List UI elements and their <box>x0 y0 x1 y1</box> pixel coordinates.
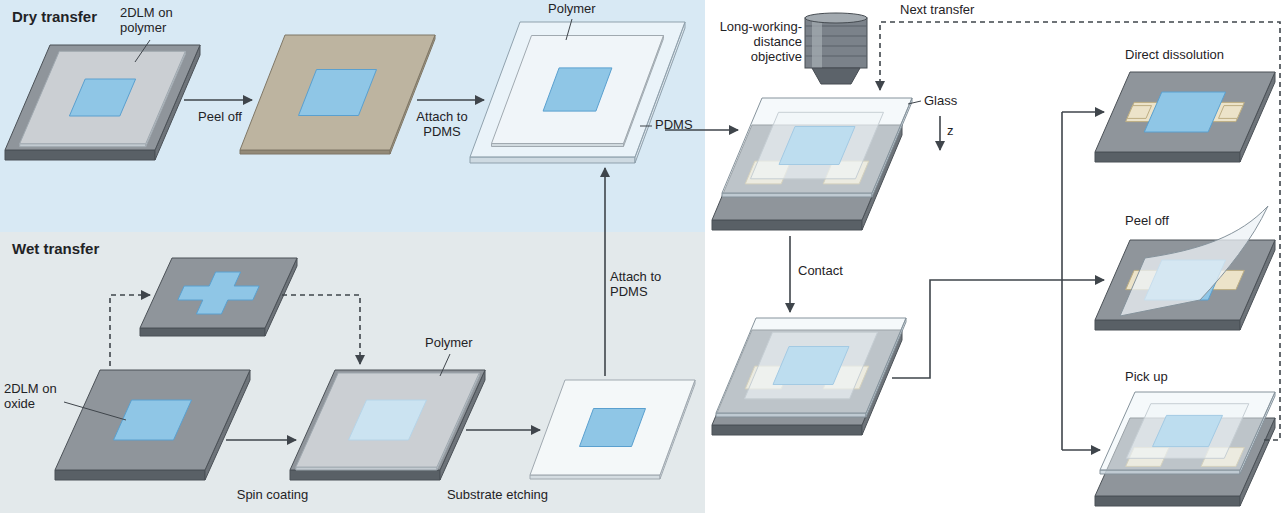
electrode <box>1219 106 1243 119</box>
pattern-arrow <box>282 295 360 364</box>
leader-line <box>64 402 126 420</box>
glass-slide <box>722 193 872 197</box>
pdms-stamp <box>470 157 635 163</box>
oxide-substrate <box>140 258 297 328</box>
process-arrow <box>466 429 540 431</box>
pdms-stamp <box>470 22 685 157</box>
objective-lens <box>805 18 867 68</box>
step-label: Substrate etching <box>440 488 555 503</box>
band-heading: Dry transfer <box>12 8 97 25</box>
step-label: Spin coating <box>225 488 320 503</box>
2dlm-flake <box>1144 92 1225 132</box>
objective-top <box>805 13 867 23</box>
outcome-heading: Direct dissolution <box>1125 48 1224 63</box>
part-label: Polymer <box>425 336 473 351</box>
glass-slide <box>716 318 906 413</box>
target-substrate <box>712 425 862 435</box>
branch-line <box>1061 112 1063 450</box>
substrate <box>5 45 200 150</box>
leader-line <box>440 354 450 376</box>
step-label: Contact <box>798 264 843 279</box>
oxide-substrate <box>140 328 265 336</box>
electrode <box>1127 106 1151 119</box>
leader-line <box>640 126 652 127</box>
oxide-substrate <box>55 370 250 470</box>
oxide-substrate <box>290 470 440 480</box>
target-substrate <box>1095 320 1240 330</box>
step-label: Next transfer <box>900 3 974 18</box>
polymer-film <box>530 475 660 479</box>
polymer-film <box>530 380 695 475</box>
step-label: Attach to PDMS <box>412 110 472 140</box>
2dlm-flake <box>580 409 646 447</box>
objective-highlight <box>812 18 822 68</box>
process-arrow <box>1062 111 1104 113</box>
target-substrate <box>1095 496 1240 506</box>
leader-line <box>566 19 572 40</box>
branch-line <box>892 280 1062 378</box>
next-transfer-arrow <box>880 22 1280 440</box>
process-arrow <box>417 99 484 101</box>
axis-label: z <box>947 124 954 139</box>
oxide-substrate <box>290 370 485 470</box>
leader-line <box>135 40 150 62</box>
target-substrate <box>712 220 862 230</box>
part-label: Polymer <box>548 2 596 17</box>
target-substrate <box>1095 152 1240 162</box>
process-arrow <box>1062 449 1100 451</box>
substrate <box>5 150 155 160</box>
process-arrow <box>184 99 252 101</box>
callout-label: 2DLM on polymer <box>120 6 200 36</box>
outcome-heading: Pick up <box>1125 370 1168 385</box>
target-substrate <box>1095 72 1275 152</box>
patterned-flake <box>178 272 259 314</box>
glass-slide <box>1100 470 1240 474</box>
band-heading: Wet transfer <box>12 240 99 257</box>
callout-label: 2DLM on oxide <box>4 382 62 412</box>
process-arrow <box>604 168 606 376</box>
part-label: Glass <box>924 94 957 109</box>
objective-tip <box>812 68 860 84</box>
process-arrow <box>789 236 791 312</box>
2dlm-flake <box>299 70 377 116</box>
polymer-film <box>240 35 435 150</box>
oxide-substrate <box>55 470 205 480</box>
outcome-heading: Peel off <box>1125 214 1169 229</box>
part-label: PDMS <box>655 118 693 133</box>
z-axis-arrow <box>939 116 941 150</box>
polymer-layer <box>296 373 479 467</box>
step-label: Peel off <box>190 110 250 125</box>
process-arrow <box>226 439 296 441</box>
polymer-layer <box>492 36 664 144</box>
peeled-polymer <box>1120 206 1268 316</box>
2dlm-flake <box>69 79 135 116</box>
glass-slide <box>716 413 866 417</box>
2dlm-flake <box>543 68 612 111</box>
leader-line <box>908 101 921 104</box>
polymer-film <box>240 150 390 154</box>
glass-slide <box>722 98 912 193</box>
process-arrow <box>1062 279 1104 281</box>
pattern-arrow <box>110 295 150 366</box>
step-label: Attach to PDMS <box>610 270 672 300</box>
glass-slide <box>1100 392 1275 470</box>
polymer-layer <box>20 51 186 143</box>
part-label: Long-working- distance objective <box>706 20 802 65</box>
